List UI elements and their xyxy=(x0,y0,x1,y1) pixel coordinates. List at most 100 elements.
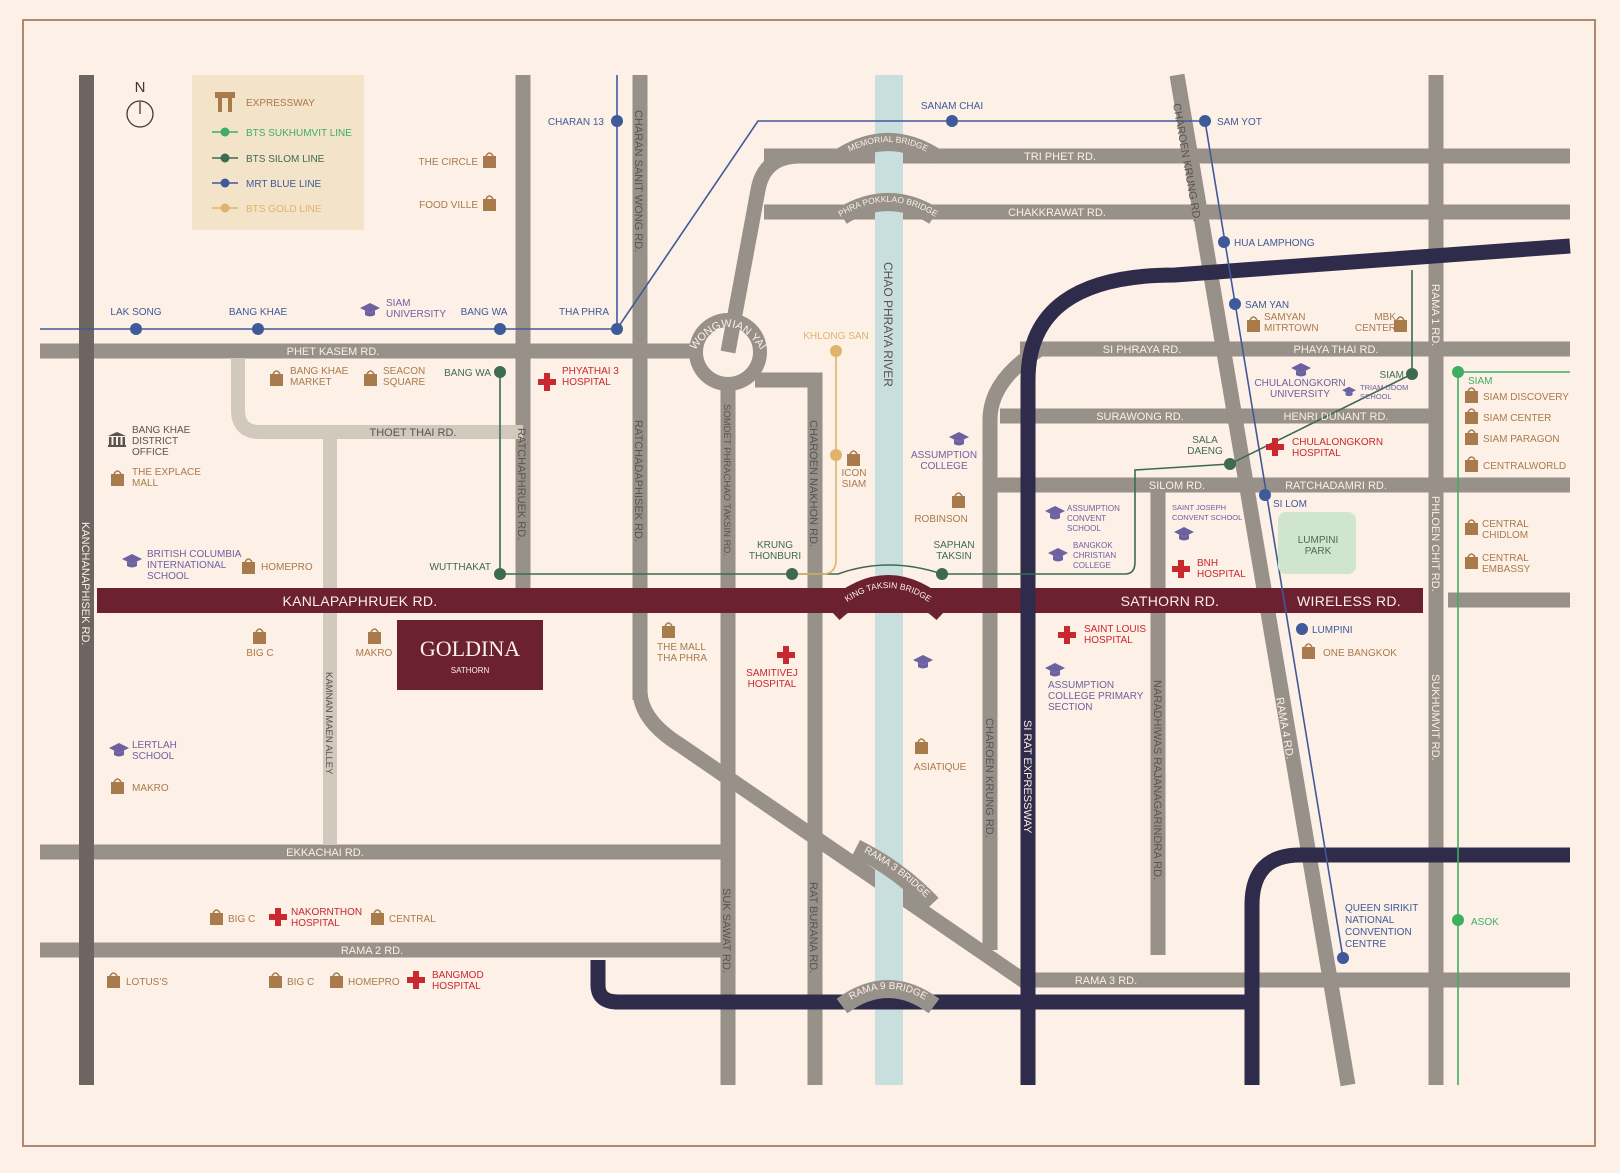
road-label-wireless: WIRELESS RD. xyxy=(1297,593,1401,609)
hospital-cross-icon xyxy=(1172,560,1190,578)
hospital-cross-icon xyxy=(407,971,425,989)
road-label-charan-sanit-wong: CHARAN SANIT WONG RD. xyxy=(632,110,644,252)
station-asok: ASOK xyxy=(1471,917,1499,928)
legend: EXPRESSWAY BTS SUKHUMVIT LINE BTS SILOM … xyxy=(192,75,364,230)
legend-bts-sukhumvit: BTS SUKHUMVIT LINE xyxy=(246,128,352,139)
road-label-thoet-thai: THOET THAI RD. xyxy=(370,427,457,439)
road-label-charoen-nakhon: CHAROEN NAKHON RD. xyxy=(807,420,819,547)
graduation-cap-icon xyxy=(1291,363,1311,377)
shopping-bag-icon xyxy=(662,622,675,638)
road-label-kanchanaphisek: KANCHANAPHISEK RD. xyxy=(79,522,91,645)
place-one-bangkok: ONE BANGKOK xyxy=(1323,648,1397,659)
kanchanaphisek-road xyxy=(79,75,94,1085)
place-siam-discovery: SIAM DISCOVERY xyxy=(1483,392,1569,403)
minor-roads xyxy=(231,358,523,845)
mrt-blue-legend-dot xyxy=(220,178,230,188)
station-lak-song: LAK SONG xyxy=(110,307,161,318)
government-building-icon xyxy=(108,432,126,447)
place-samyan-mitrtown: SAMYAN MITRTOWN xyxy=(1264,312,1319,334)
shopping-bag-icon xyxy=(1465,387,1478,403)
place-bang-khae-office: BANG KHAE DISTRICT OFFICE xyxy=(132,425,191,458)
place-chulalongkorn-university: CHULALONGKORN UNIVERSITY xyxy=(1254,378,1346,400)
road-label-phaya-thai: PHAYA THAI RD. xyxy=(1294,344,1379,356)
place-lumpini-park: LUMPINI PARK xyxy=(1297,535,1339,557)
station-tha-phra: THA PHRA xyxy=(559,307,609,318)
shopping-bag-icon xyxy=(952,492,965,508)
river-label: CHAO PHRAYA RIVER xyxy=(881,262,895,387)
shopping-bag-icon xyxy=(915,738,928,754)
graduation-cap-icon xyxy=(360,303,380,317)
station-hua-lamphong: HUA LAMPHONG xyxy=(1234,238,1315,249)
shopping-bag-icon xyxy=(330,972,343,988)
place-icon-siam: ICON SIAM xyxy=(841,468,867,490)
station-bang-wa-bts: BANG WA xyxy=(444,368,491,379)
school-icons xyxy=(109,303,1356,757)
bts-sukhumvit-legend-dot xyxy=(220,127,230,137)
king-taksin-bridge xyxy=(824,575,952,621)
station-krung-thonburi: KRUNG THONBURI xyxy=(748,540,802,562)
road-label-si-phraya: SI PHRAYA RD. xyxy=(1103,344,1181,356)
graduation-cap-icon xyxy=(122,554,142,568)
expressways xyxy=(590,238,1571,1085)
graduation-cap-icon xyxy=(949,432,969,446)
goldina-project-marker[interactable]: GOLDINA SATHORN xyxy=(397,620,543,690)
shopping-bag-icon xyxy=(483,195,496,211)
project-sub: SATHORN xyxy=(451,666,490,675)
bts-silom-legend-dot xyxy=(220,153,230,163)
road-labels: KANLAPAPHRUEK RD. SATHORN RD. WIRELESS R… xyxy=(283,151,1401,987)
place-central-chidlom: CENTRAL CHIDLOM xyxy=(1482,519,1529,541)
place-central: CENTRAL xyxy=(389,914,436,925)
legend-bts-silom: BTS SILOM LINE xyxy=(246,154,325,165)
compass: N xyxy=(126,79,154,128)
place-triam-udom-school: TRIAM UDOM SCHOOL xyxy=(1360,383,1409,401)
place-big-c-3: BIG C xyxy=(287,977,314,988)
shopping-bag-icon xyxy=(1247,316,1260,332)
hospital-cross-icon xyxy=(269,908,287,926)
station-dots xyxy=(130,115,1464,964)
place-lotuss: LOTUS'S xyxy=(126,977,168,988)
legend-expressway: EXPRESSWAY xyxy=(246,98,315,109)
bts-gold-legend-dot xyxy=(220,203,230,213)
road-label-somdet: SOMDET PHRACHAO TAKSIN RD. xyxy=(721,404,732,556)
graduation-cap-icon xyxy=(1045,506,1065,520)
place-bangmod-hospital: BANGMOD HOSPITAL xyxy=(432,970,484,992)
shopping-bag-icon xyxy=(483,152,496,168)
road-label-rama1: RAMA 1 RD. xyxy=(1429,284,1441,346)
station-siam-sukhumvit: SIAM xyxy=(1468,376,1492,387)
place-makro-2: MAKRO xyxy=(132,783,169,794)
place-the-mall-tha-phra: THE MALL THA PHRA xyxy=(657,642,708,664)
hospital-cross-icon xyxy=(1058,626,1076,644)
place-nakornthon-hospital: NAKORNTHON HOSPITAL xyxy=(291,907,363,929)
shopping-bag-icon xyxy=(1465,456,1478,472)
place-central-embassy: CENTRAL EMBASSY xyxy=(1482,553,1531,575)
hospital-cross-icon xyxy=(777,646,795,664)
place-asiatique: ASIATIQUE xyxy=(914,762,967,773)
legend-mrt-blue: MRT BLUE LINE xyxy=(246,179,322,190)
map-frame xyxy=(22,19,1596,1147)
place-assumption-convent-school: ASSUMPTION CONVENT SCHOOL xyxy=(1067,504,1120,533)
place-phyathai-3-hospital: PHYATHAI 3 HOSPITAL xyxy=(562,366,619,388)
place-samitivej-hospital: SAMITIVEJ HOSPITAL xyxy=(746,668,798,690)
lumpini-park-area xyxy=(1278,512,1356,574)
road-label-silom: SILOM RD. xyxy=(1149,480,1205,492)
shopping-bag-icon xyxy=(107,972,120,988)
place-labels: THE CIRCLE FOOD VILLE SIAM UNIVERSITY BA… xyxy=(126,157,1569,992)
station-charan-13: CHARAN 13 xyxy=(548,117,605,128)
shopping-bag-icon xyxy=(1465,519,1478,535)
station-sam-yot: SAM YOT xyxy=(1217,117,1262,128)
shopping-icons xyxy=(107,152,1478,988)
road-label-ratchadamri: RATCHADAMRI RD. xyxy=(1285,480,1387,492)
place-saint-joseph-school: SAINT JOSEPH CONVENT SCHOOL xyxy=(1172,503,1243,522)
station-siam-silom: SIAM xyxy=(1380,370,1404,381)
graduation-cap-icon xyxy=(1048,548,1068,562)
road-label-rama2: RAMA 2 RD. xyxy=(341,945,403,957)
place-mbk-center: MBK CENTER xyxy=(1354,312,1396,334)
place-homepro-1: HOMEPRO xyxy=(261,562,313,573)
shopping-bag-icon xyxy=(1465,408,1478,424)
shopping-bag-icon xyxy=(210,909,223,925)
place-homepro-2: HOMEPRO xyxy=(348,977,400,988)
shopping-bag-icon xyxy=(269,972,282,988)
place-bangkok-christian-college: BANGKOK CHRISTIAN COLLEGE xyxy=(1073,541,1117,570)
shopping-bag-icon xyxy=(253,628,266,644)
place-bnh-hospital: BNH HOSPITAL xyxy=(1197,558,1246,580)
